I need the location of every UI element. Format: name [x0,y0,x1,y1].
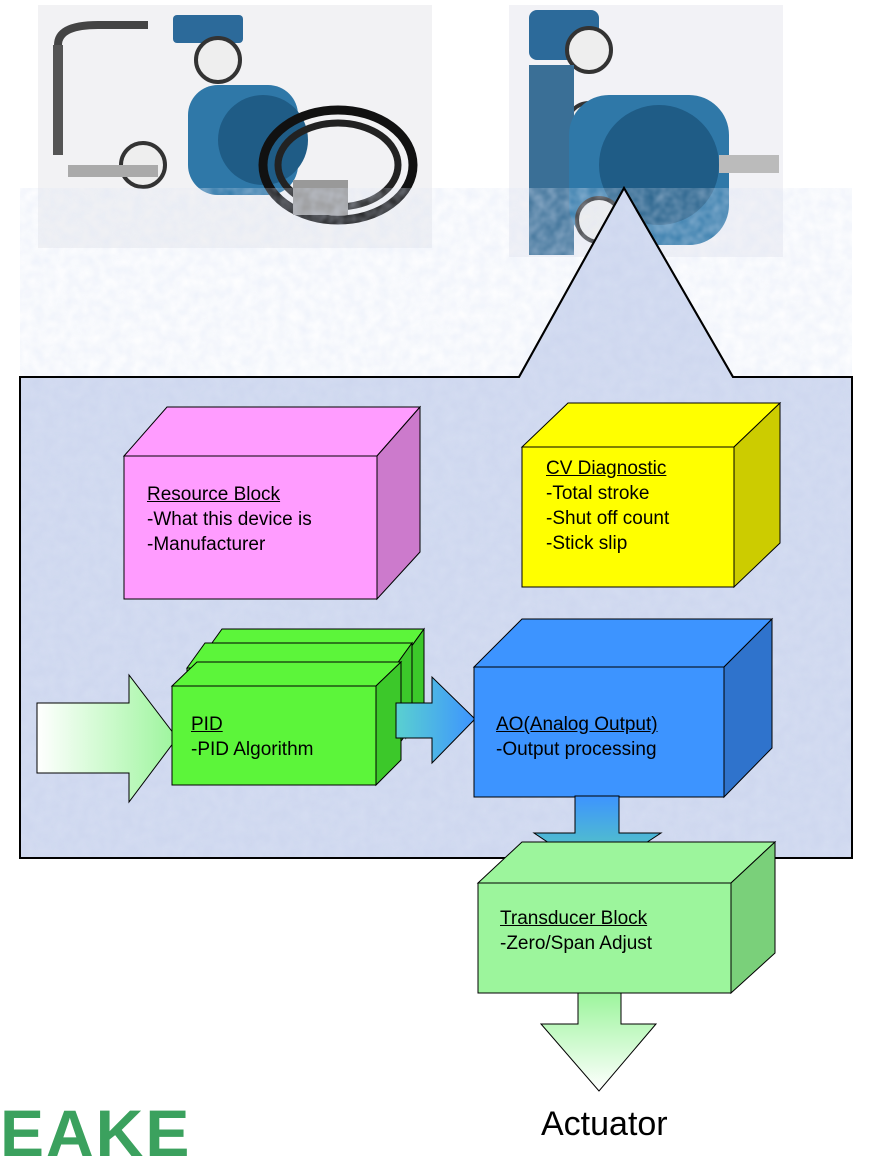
resource-block-text: Resource Block -What this device is -Man… [147,482,312,557]
ao-block-text: AO(Analog Output) -Output processing [496,712,658,762]
cv-diagnostic-line: -Total stroke [546,483,650,504]
ao-block-title: AO(Analog Output) [496,714,658,735]
company-logo: EAKE [0,1096,192,1170]
cv-diagnostic-block [520,401,782,589]
resource-block-line: -Manufacturer [147,534,266,555]
ao-block-line: -Output processing [496,739,657,760]
resource-block-title: Resource Block [147,484,281,505]
cv-diagnostic-line: -Stick slip [546,533,628,554]
ao-block [472,617,774,799]
pid-block [170,660,403,787]
pid-to-ao-arrow [395,675,476,765]
device-photo-integral [509,5,783,257]
cv-diagnostic-text: CV Diagnostic -Total stroke -Shut off co… [546,456,669,556]
device-photo-remote-mount [38,5,432,248]
resource-block [122,405,422,601]
cv-diagnostic-title: CV Diagnostic [546,458,667,479]
output-arrow [539,992,658,1092]
input-arrow [36,673,178,804]
transducer-block [476,840,777,995]
pid-block-text: PID -PID Algorithm [191,712,313,762]
transducer-block-line: -Zero/Span Adjust [500,933,653,954]
cv-diagnostic-line: -Shut off count [546,508,670,529]
pid-block-line: -PID Algorithm [191,739,314,760]
pid-block-title: PID [191,714,223,735]
transducer-block-text: Transducer Block -Zero/Span Adjust [500,906,652,956]
resource-block-line: -What this device is [147,509,312,530]
actuator-label: Actuator [541,1105,668,1143]
transducer-block-title: Transducer Block [500,908,648,929]
